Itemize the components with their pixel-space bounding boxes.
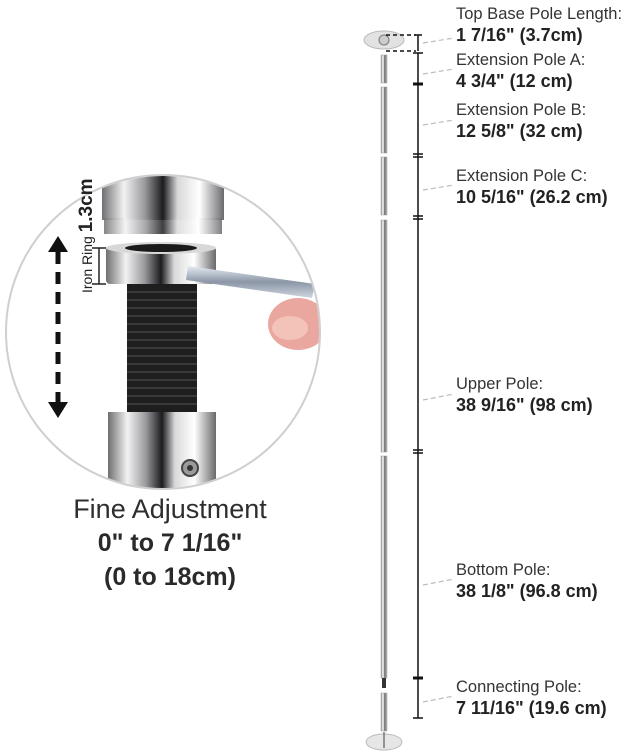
segment-extension-c: Extension Pole C: 10 5/16" (26.2 cm) bbox=[456, 166, 608, 208]
pole-diagram bbox=[363, 30, 455, 751]
segment-value: 10 5/16" (26.2 cm) bbox=[456, 187, 608, 207]
iron-ring-text: Iron Ring bbox=[79, 236, 95, 293]
iron-ring-label: Iron Ring 1.3cm bbox=[76, 178, 98, 293]
detail-circle-illustration bbox=[5, 174, 321, 490]
fine-adjustment-title: Fine Adjustment bbox=[73, 494, 267, 524]
segment-value: 1 7/16" (3.7cm) bbox=[456, 25, 583, 45]
segment-title: Extension Pole A: bbox=[456, 51, 586, 69]
segment-value: 12 5/8" (32 cm) bbox=[456, 121, 583, 141]
segment-value: 7 11/16" (19.6 cm) bbox=[456, 698, 607, 718]
segment-title: Extension Pole C: bbox=[456, 167, 588, 185]
segment-title: Extension Pole B: bbox=[456, 101, 587, 119]
segment-title: Connecting Pole: bbox=[456, 678, 582, 696]
segment-value: 38 1/8" (96.8 cm) bbox=[456, 581, 598, 601]
fine-adjustment-range-in: 0" to 7 1/16" bbox=[97, 529, 243, 557]
fine-adjustment-caption: Fine Adjustment 0" to 7 1/16" (0 to 18cm… bbox=[40, 492, 300, 594]
fine-adjustment-range-cm: (0 to 18cm) bbox=[104, 563, 236, 591]
segment-title: Upper Pole: bbox=[456, 375, 544, 393]
segment-title: Top Base Pole Length: bbox=[456, 5, 623, 23]
segment-value: 38 9/16" (98 cm) bbox=[456, 395, 593, 415]
segment-value: 4 3/4" (12 cm) bbox=[456, 71, 573, 91]
iron-ring-size: 1.3cm bbox=[76, 178, 97, 233]
double-headed-dashed-arrow-icon bbox=[48, 236, 68, 418]
segment-extension-a: Extension Pole A: 4 3/4" (12 cm) bbox=[456, 50, 585, 92]
segment-extension-b: Extension Pole B: 12 5/8" (32 cm) bbox=[456, 100, 586, 142]
segment-connecting-pole: Connecting Pole: 7 11/16" (19.6 cm) bbox=[456, 677, 607, 719]
segment-top-base: Top Base Pole Length: 1 7/16" (3.7cm) bbox=[456, 4, 622, 46]
segment-title: Bottom Pole: bbox=[456, 561, 551, 579]
segment-bottom-pole: Bottom Pole: 38 1/8" (96.8 cm) bbox=[456, 560, 598, 602]
segment-upper-pole: Upper Pole: 38 9/16" (98 cm) bbox=[456, 374, 593, 416]
